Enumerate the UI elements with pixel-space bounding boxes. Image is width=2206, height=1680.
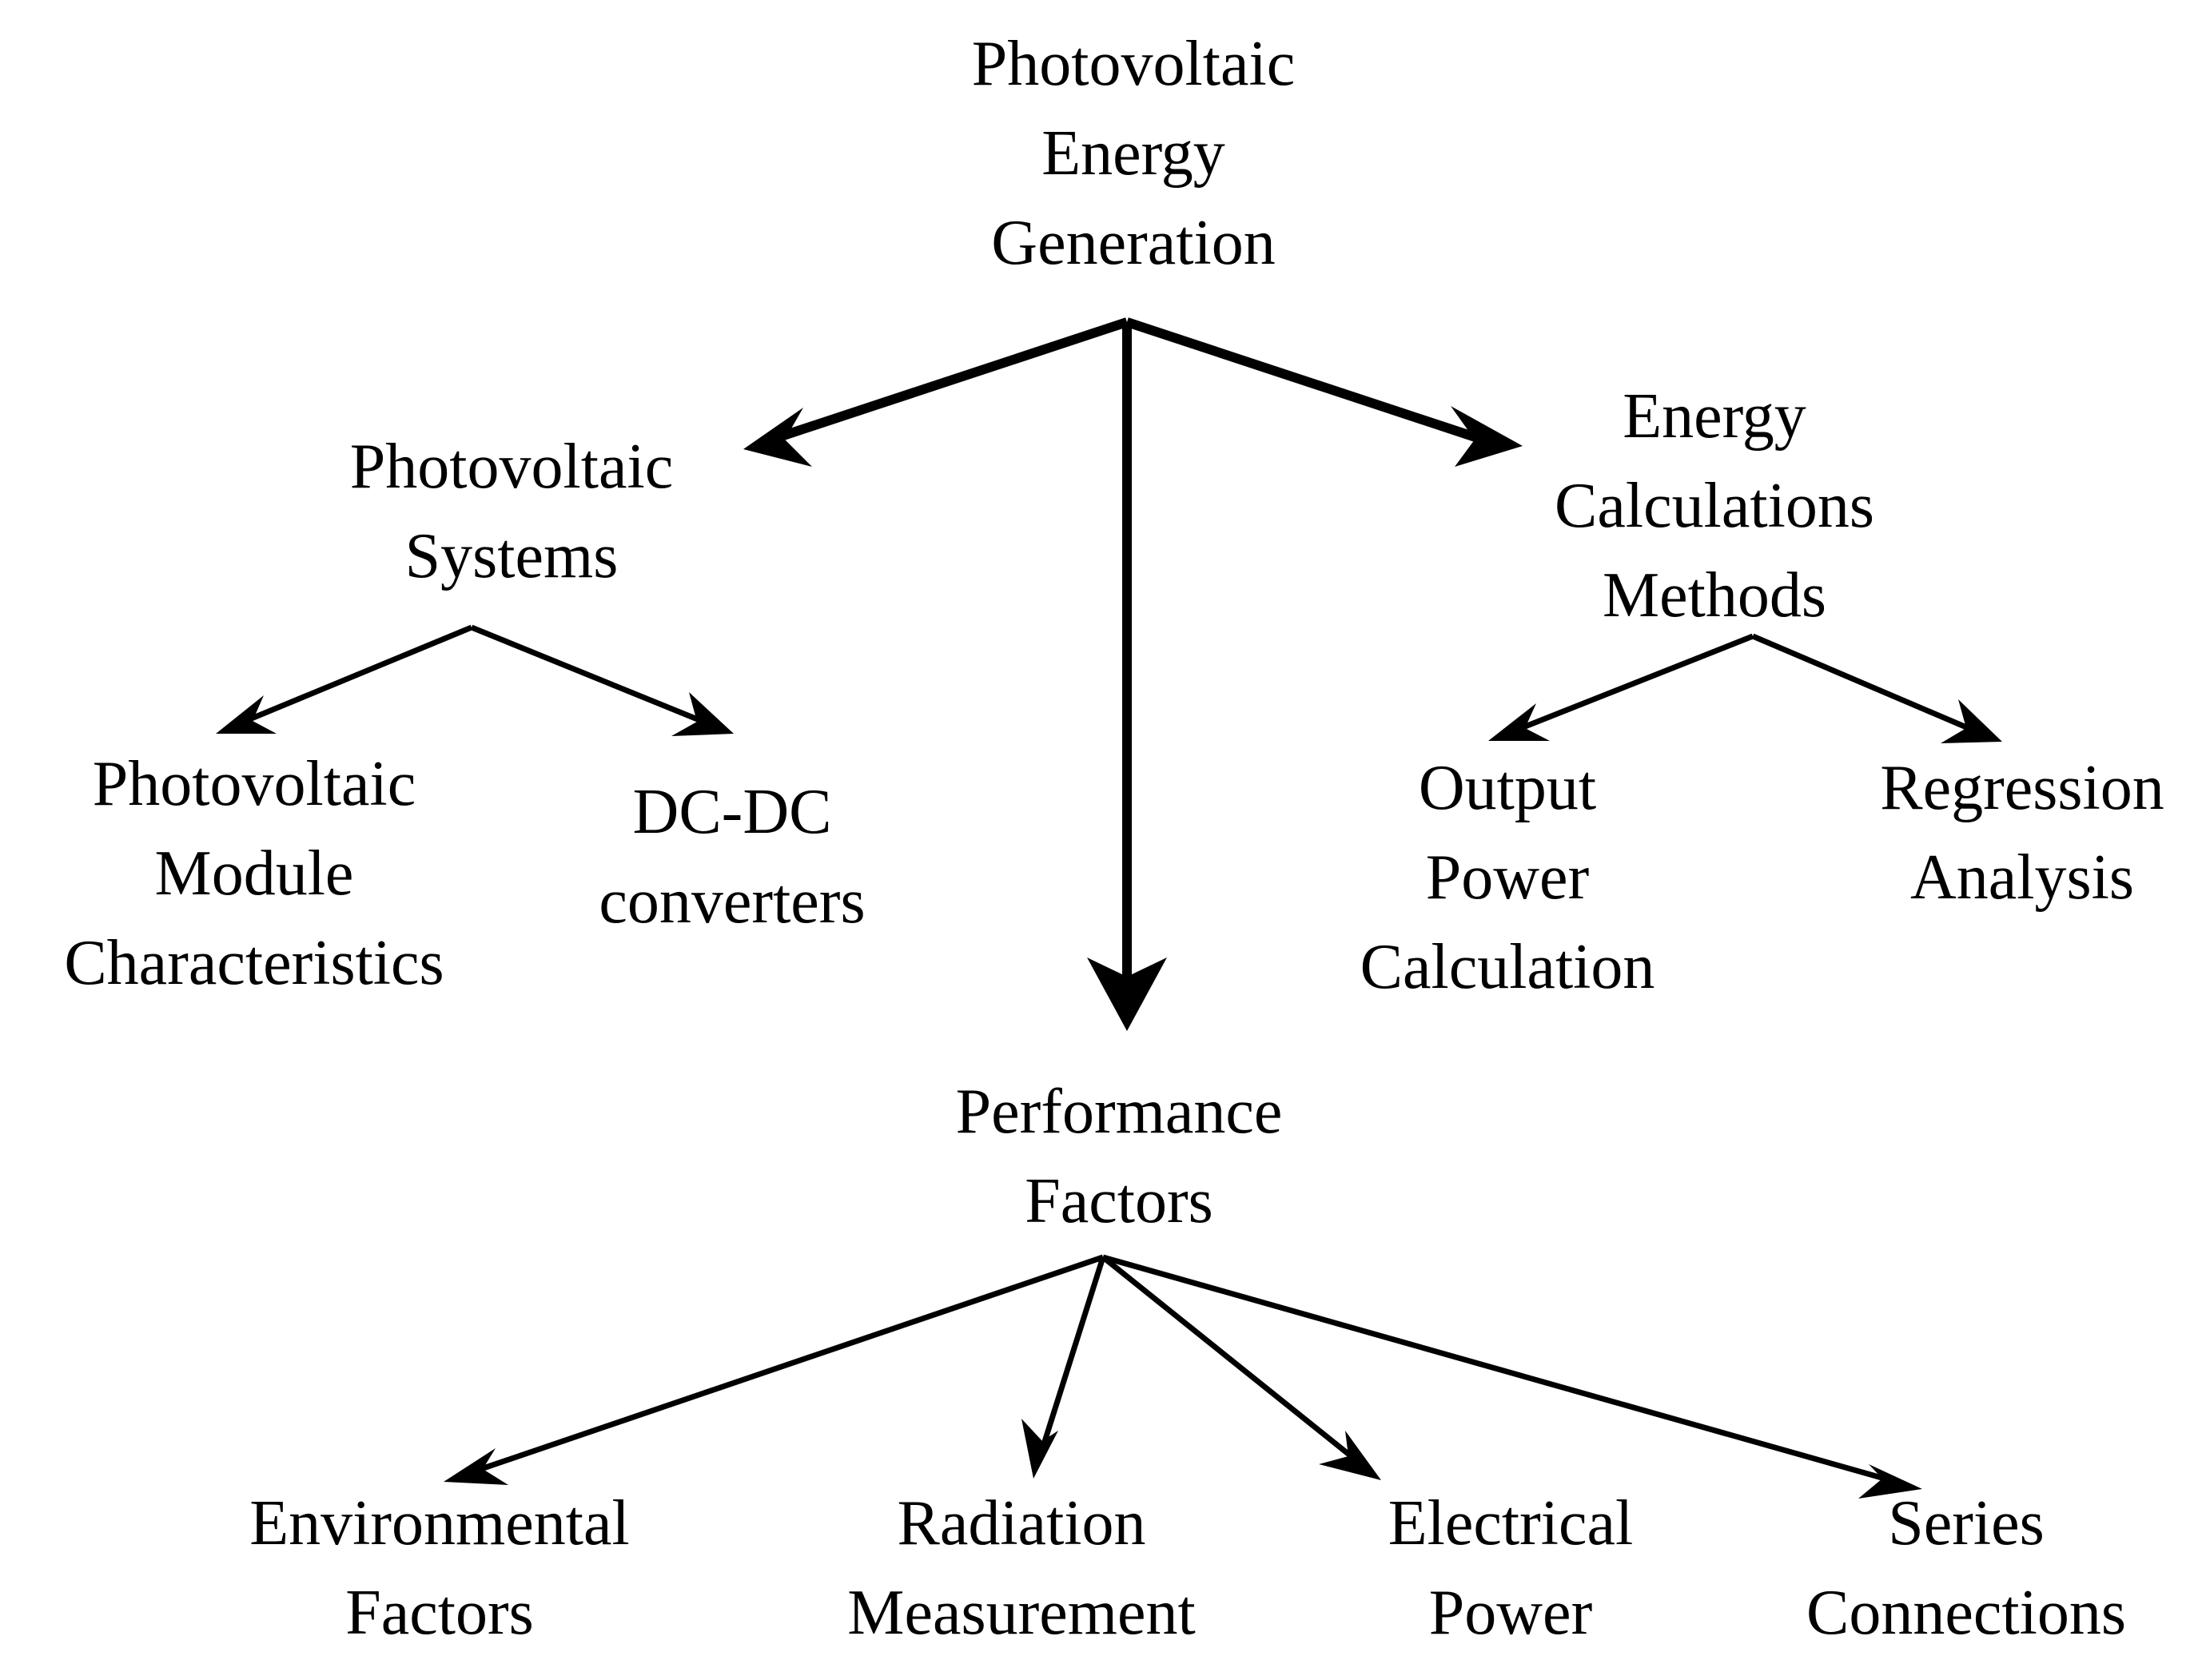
- node-dc-dc-converters: DC-DC converters: [599, 767, 865, 946]
- node-photovoltaic-energy-generation: Photovoltaic Energy Generation: [972, 19, 1295, 288]
- node-line: Measurement: [847, 1578, 1196, 1648]
- node-line: Calculation: [1360, 932, 1655, 1002]
- node-line: Systems: [404, 521, 619, 591]
- arrow-performance-to-series: [1102, 1254, 1922, 1499]
- node-line: Photovoltaic: [349, 432, 674, 502]
- node-line: Factors: [1025, 1166, 1213, 1236]
- node-electrical-power: Electrical Power: [1388, 1479, 1633, 1658]
- node-line: Output: [1418, 753, 1597, 823]
- node-line: Photovoltaic: [971, 29, 1296, 99]
- node-line: DC-DC: [632, 777, 832, 847]
- arrow-pv-systems-to-dcdc: [470, 624, 734, 736]
- node-line: Environmental: [249, 1488, 630, 1559]
- arrow-pv-systems-to-pv-module: [216, 624, 473, 734]
- node-line: Energy: [1623, 381, 1806, 452]
- node-line: Factors: [345, 1578, 534, 1648]
- node-line: Electrical: [1388, 1488, 1634, 1559]
- node-line: Power: [1428, 1578, 1593, 1648]
- node-line: Energy: [1041, 118, 1225, 189]
- arrow-root-to-performance: [1087, 322, 1167, 1031]
- arrow-performance-to-radiation: [1021, 1256, 1106, 1479]
- node-line: Photovoltaic: [92, 749, 416, 819]
- arrow-energy-calc-to-regression: [1751, 633, 2002, 743]
- node-environmental-factors: Environmental Factors: [249, 1479, 629, 1658]
- node-line: Radiation: [897, 1488, 1146, 1559]
- node-photovoltaic-module-characteristics: Photovoltaic Module Characteristics: [64, 739, 444, 1008]
- node-line: Power: [1425, 842, 1590, 913]
- node-radiation-measurement: Radiation Measurement: [847, 1479, 1195, 1658]
- node-line: Calculations: [1555, 471, 1874, 541]
- node-line: Regression: [1880, 753, 2164, 823]
- node-line: Module: [154, 838, 354, 909]
- node-line: Connections: [1806, 1578, 2126, 1648]
- node-line: Methods: [1602, 560, 1826, 631]
- arrow-performance-to-electrical: [1101, 1255, 1381, 1480]
- arrow-root-to-energy-calc: [1125, 317, 1523, 467]
- arrow-root-to-pv-systems: [743, 317, 1129, 467]
- arrow-energy-calc-to-output-power: [1488, 633, 1754, 741]
- node-line: Generation: [991, 208, 1276, 278]
- node-energy-calculations-methods: Energy Calculations Methods: [1555, 372, 1874, 640]
- node-series-connections: Series Connections: [1806, 1479, 2126, 1658]
- node-line: Series: [1888, 1488, 2045, 1559]
- node-regression-analysis: Regression Analysis: [1880, 743, 2164, 922]
- node-performance-factors: Performance Factors: [956, 1067, 1283, 1246]
- node-line: Characteristics: [64, 928, 444, 998]
- node-output-power-calculation: Output Power Calculation: [1360, 743, 1655, 1012]
- arrow-performance-to-environmental: [444, 1254, 1105, 1485]
- node-line: Analysis: [1909, 842, 2134, 913]
- node-line: Performance: [955, 1077, 1283, 1147]
- node-line: converters: [599, 866, 866, 937]
- node-photovoltaic-systems: Photovoltaic Systems: [350, 422, 673, 601]
